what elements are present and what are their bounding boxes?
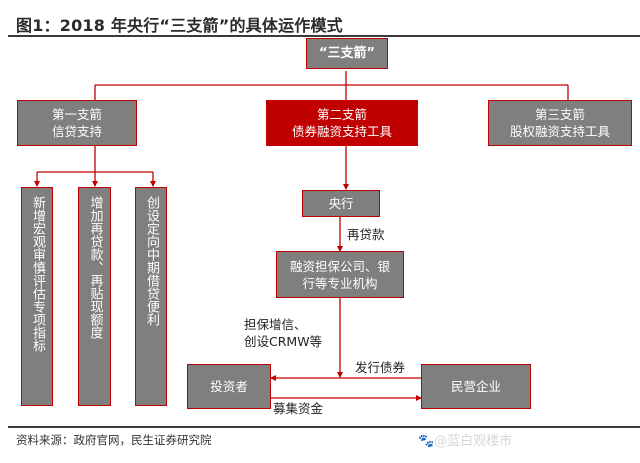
sub3-label: 创设定向中期借贷便利: [144, 196, 159, 326]
root-node-label: “三支箭”: [318, 46, 376, 61]
central-bank-node: 央行: [302, 190, 380, 217]
arrow3-subtitle: 股权融资支持工具: [509, 124, 610, 139]
arrow1-subtitle: 信贷支持: [51, 124, 102, 139]
arrow3-node: 第三支箭 股权融资支持工具: [488, 100, 632, 146]
investors-node: 投资者: [187, 364, 271, 409]
footer-divider: [8, 426, 640, 428]
issue-bonds-label: 发行债券: [355, 360, 406, 375]
sub1-node: 新增宏观审慎评估专项指标: [21, 187, 53, 406]
raise-funds-label: 募集资金: [273, 401, 324, 416]
credit-enhance-line1: 担保增信、: [244, 317, 307, 332]
credit-enhance-label: 担保增信、 创设CRMW等: [244, 316, 322, 350]
investors-label: 投资者: [210, 379, 248, 394]
sub3-node: 创设定向中期借贷便利: [135, 187, 167, 406]
guarantors-line1: 融资担保公司、银: [289, 258, 390, 274]
guarantors-line2: 行等专业机构: [302, 275, 378, 291]
watermark: 🐾@蓝白观楼市: [418, 434, 513, 449]
credit-enhance-line2: 创设CRMW等: [244, 334, 323, 349]
sub1-label: 新增宏观审慎评估专项指标: [30, 196, 45, 352]
root-node: “三支箭”: [306, 38, 388, 69]
title-divider: [8, 35, 640, 37]
figure-title: 图1：2018 年央行“三支箭”的具体运作模式: [16, 16, 343, 35]
arrow2-node: 第二支箭 债券融资支持工具: [266, 100, 418, 146]
arrow1-node: 第一支箭 信贷支持: [17, 100, 137, 146]
guarantors-node: 融资担保公司、银 行等专业机构: [276, 251, 404, 298]
sub2-label: 增加再贷款、再贴现额度: [87, 196, 103, 339]
central-bank-label: 央行: [328, 196, 354, 211]
arrow2-subtitle: 债券融资支持工具: [291, 124, 392, 139]
arrow1-title: 第一支箭: [51, 107, 102, 122]
sub2-node: 增加再贷款、再贴现额度: [78, 187, 111, 406]
private-firms-node: 民营企业: [421, 364, 531, 409]
private-firms-label: 民营企业: [450, 379, 501, 394]
relending-label: 再贷款: [347, 227, 385, 242]
arrow2-title: 第二支箭: [316, 107, 367, 122]
arrow3-title: 第三支箭: [534, 107, 585, 122]
source-note: 资料来源：政府官网，民生证券研究院: [16, 433, 212, 447]
